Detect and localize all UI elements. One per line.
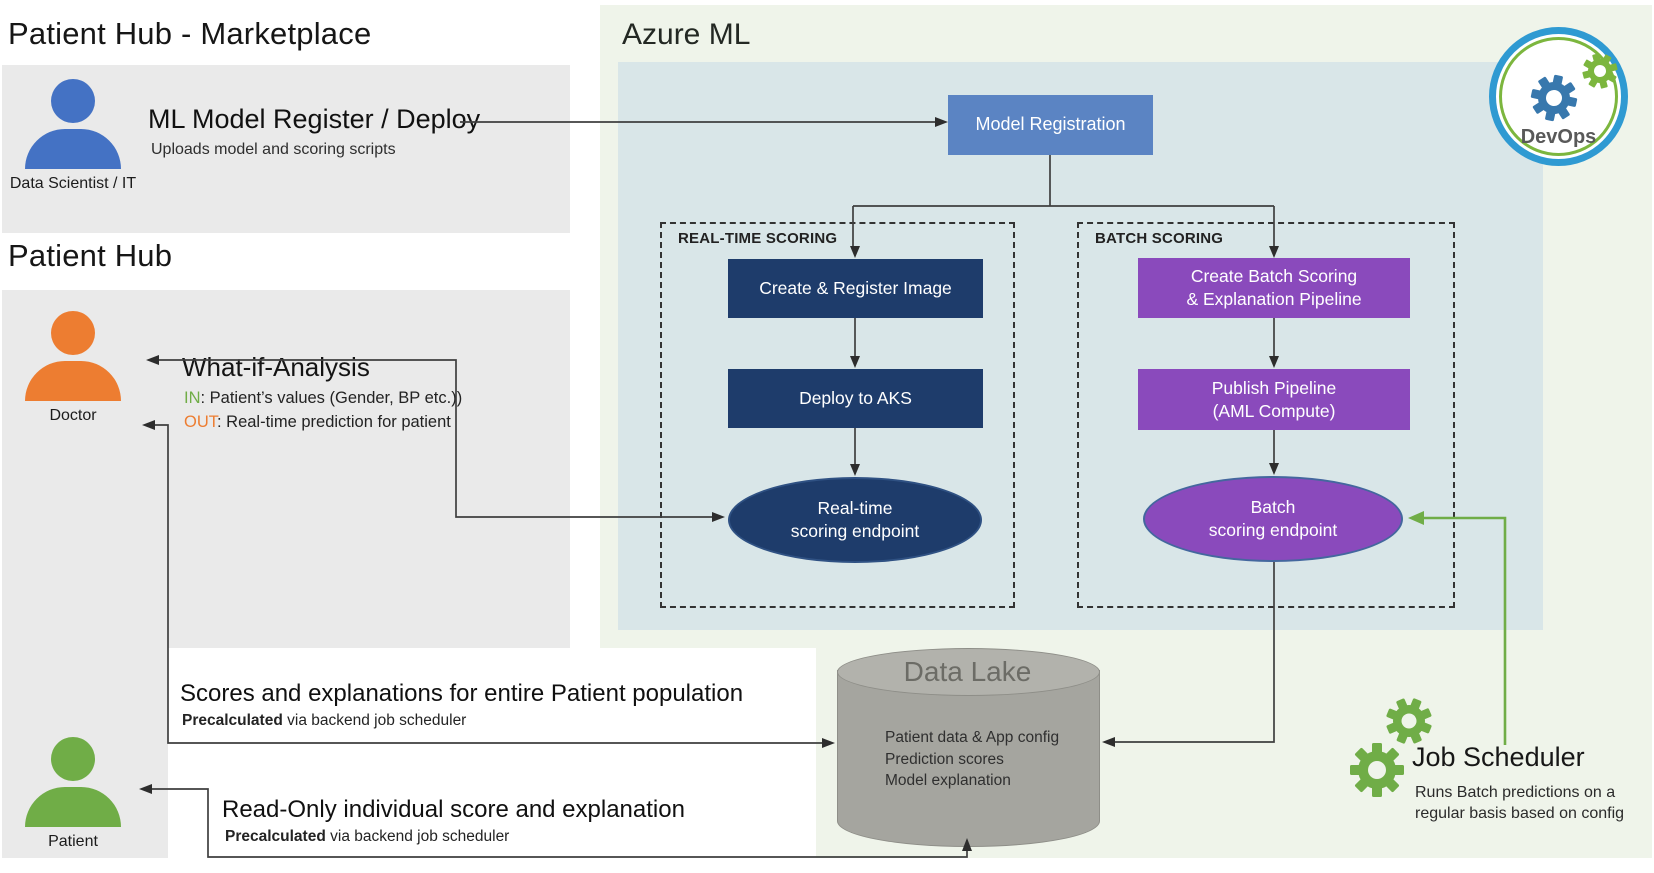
patient-icon bbox=[51, 737, 95, 781]
data-lake-items: Patient data & App config Prediction sco… bbox=[885, 729, 1060, 789]
devops-badge: DevOps bbox=[1489, 27, 1628, 166]
whatif-in-line: IN: Patient’s values (Gender, BP etc.)) bbox=[184, 389, 462, 408]
create-register-image-box: Create & Register Image bbox=[728, 259, 983, 318]
whatif-out-label: OUT bbox=[184, 413, 217, 431]
data-lake-cylinder-top bbox=[837, 648, 1100, 696]
ml-register-deploy-subtitle: Uploads model and scoring scripts bbox=[151, 141, 396, 158]
whatif-out-line: OUT: Real-time prediction for patient bbox=[184, 413, 451, 432]
model-registration-box: Model Registration bbox=[948, 95, 1153, 155]
devops-gears-icon bbox=[1530, 53, 1618, 122]
readonly-note-subtitle-rest: via backend job scheduler bbox=[325, 828, 510, 845]
job-scheduler-title: Job Scheduler bbox=[1412, 742, 1585, 772]
publish-pipeline-box: Publish Pipeline (AML Compute) bbox=[1138, 369, 1410, 430]
readonly-note-subtitle: Precalculated via backend job scheduler bbox=[225, 828, 509, 846]
batch-scoring-label: BATCH SCORING bbox=[1095, 230, 1224, 247]
doctor-icon bbox=[51, 311, 95, 355]
ml-register-deploy-title: ML Model Register / Deploy bbox=[148, 104, 481, 134]
azure-ml-title: Azure ML bbox=[622, 18, 751, 51]
job-scheduler-subtitle: Runs Batch predictions on a regular basi… bbox=[1415, 784, 1625, 822]
whatif-in-text: : Patient’s values (Gender, BP etc.)) bbox=[200, 389, 463, 407]
readonly-note-subtitle-bold: Precalculated bbox=[225, 828, 326, 845]
doctor-label: Doctor bbox=[49, 407, 97, 424]
devops-label: DevOps bbox=[1520, 126, 1597, 148]
data-scientist-label: Data Scientist / IT bbox=[9, 175, 137, 192]
whatif-title: What-if-Analysis bbox=[182, 352, 370, 382]
devops-badge-ring bbox=[1499, 37, 1618, 156]
data-scientist-icon bbox=[51, 79, 95, 123]
whatif-in-label: IN bbox=[184, 389, 201, 407]
batch-endpoint-ellipse: Batch scoring endpoint bbox=[1143, 476, 1403, 562]
create-batch-pipeline-box: Create Batch Scoring & Explanation Pipel… bbox=[1138, 258, 1410, 318]
whatif-out-text: : Real-time prediction for patient bbox=[217, 413, 451, 431]
realtime-endpoint-ellipse: Real-time scoring endpoint bbox=[728, 477, 982, 563]
population-note-subtitle: Precalculated via backend job scheduler bbox=[182, 712, 466, 730]
population-note-title: Scores and explanations for entire Patie… bbox=[180, 680, 744, 707]
patient-label: Patient bbox=[48, 833, 98, 850]
readonly-note-title: Read-Only individual score and explanati… bbox=[222, 796, 685, 823]
deploy-to-aks-box: Deploy to AKS bbox=[728, 369, 983, 428]
patient-hub-title: Patient Hub bbox=[8, 238, 173, 273]
realtime-scoring-label: REAL-TIME SCORING bbox=[678, 230, 838, 247]
data-lake-title: Data Lake bbox=[903, 656, 1032, 687]
population-note-subtitle-bold: Precalculated bbox=[182, 712, 283, 729]
population-note-subtitle-rest: via backend job scheduler bbox=[282, 712, 467, 729]
marketplace-title: Patient Hub - Marketplace bbox=[8, 16, 372, 51]
